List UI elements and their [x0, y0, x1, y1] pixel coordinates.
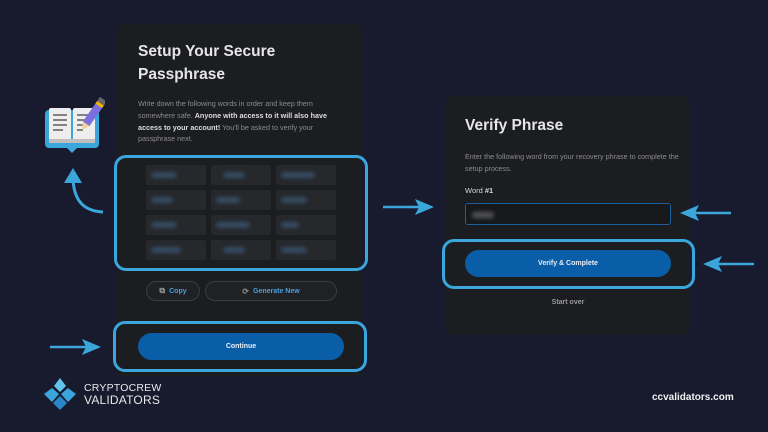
- continue-button[interactable]: Continue: [138, 333, 344, 360]
- word-cell: [211, 190, 271, 210]
- logo-line-1: CRYPTOCREW: [84, 382, 162, 394]
- website-link: ccvalidators.com: [652, 392, 734, 403]
- diamond-logo-icon: [44, 378, 76, 410]
- start-over-link[interactable]: Start over: [551, 299, 585, 306]
- verify-complete-button[interactable]: Verify & Complete: [465, 250, 671, 277]
- word-field-label: Word #1: [465, 186, 493, 195]
- verify-title: Verify Phrase: [465, 117, 564, 134]
- label-number: #1: [484, 186, 494, 195]
- notebook-pencil-icon: [43, 96, 107, 163]
- cryptocrew-logo: CRYPTOCREW VALIDATORS: [42, 376, 161, 412]
- verify-phrase-card: Verify Phrase Enter the following word f…: [446, 96, 690, 335]
- word-cell: [146, 240, 206, 260]
- word-cell: [211, 215, 271, 235]
- word-cell: [276, 190, 336, 210]
- passphrase-word-grid: [146, 165, 336, 260]
- arrow-left-icon: [703, 256, 754, 272]
- word-cell: [211, 165, 271, 185]
- setup-passphrase-card: Setup Your Secure Passphrase Write down …: [118, 24, 362, 376]
- arrow-left-icon: [680, 205, 731, 221]
- blurred-input-value: [472, 212, 494, 218]
- label-prefix: Word: [465, 186, 485, 195]
- setup-title: Setup Your Secure Passphrase: [138, 43, 276, 83]
- verify-description: Enter the following word from your recov…: [465, 152, 679, 173]
- copy-icon: ⧉: [159, 286, 166, 295]
- word-cell: [146, 215, 206, 235]
- arrow-right-icon: [383, 199, 434, 215]
- logo-line-2: VALIDATORS: [84, 393, 161, 407]
- copy-button[interactable]: ⧉ Copy: [146, 281, 200, 301]
- refresh-icon: ⟳: [242, 286, 249, 296]
- word-cell: [146, 190, 206, 210]
- generate-new-button[interactable]: ⟳ Generate New: [205, 281, 337, 301]
- desc-text: Write down the following words in order …: [138, 99, 313, 120]
- word-cell: [146, 165, 206, 185]
- word-cell: [211, 240, 271, 260]
- word-input[interactable]: [465, 203, 671, 225]
- arrow-right-icon: [50, 339, 101, 355]
- setup-description: Write down the following words in order …: [138, 98, 348, 145]
- generate-label: Generate New: [253, 287, 300, 295]
- copy-label: Copy: [169, 287, 187, 295]
- desc-text: You'll be asked to verify your passphras…: [138, 122, 314, 144]
- word-cell: [276, 240, 336, 260]
- desc-warning: Anyone with access to it will also have …: [138, 110, 327, 132]
- word-cell: [276, 215, 336, 235]
- word-cell: [276, 165, 336, 185]
- curved-arrow-icon: [64, 168, 104, 214]
